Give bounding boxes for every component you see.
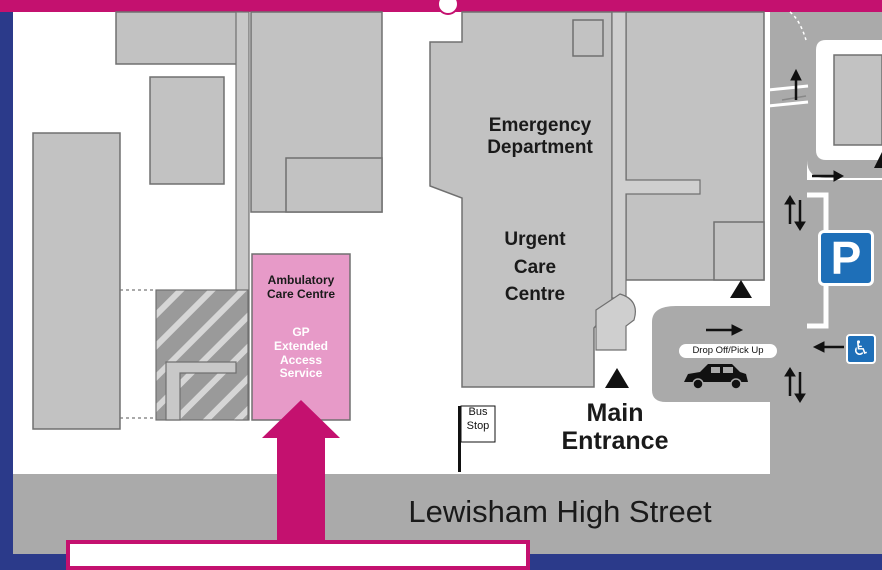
building: [285, 157, 383, 213]
label-line: Ambulatory: [267, 273, 335, 287]
top-marker: [437, 0, 459, 15]
bus-stop-line: Stop: [466, 419, 490, 432]
ambulatory-care-centre-label: Ambulatory Care Centre: [253, 273, 349, 302]
street-name-label: Lewisham High Street: [408, 494, 712, 529]
label-line: Urgent: [504, 229, 566, 250]
wheelchair-icon: ♿: [846, 334, 876, 364]
pointer-arrow: [262, 400, 340, 546]
triangle-marker-icon: [730, 280, 752, 298]
label-line: Main: [586, 399, 644, 427]
drop-off-label: Drop Off/Pick Up: [679, 344, 777, 358]
emergency-department-label: Emergency Department: [440, 115, 640, 159]
bus-stop-pole: [458, 406, 461, 472]
gp-extended-access-label: GP Extended Access Service: [253, 325, 349, 381]
label-line: Centre: [504, 284, 566, 306]
label-line: Care Centre: [266, 286, 336, 301]
label-line: GP: [292, 325, 310, 339]
building: [32, 132, 121, 430]
bus-stop-line: Bus: [468, 406, 488, 418]
emergency-building: [429, 11, 613, 388]
label-line: Emergency: [488, 115, 592, 136]
callout-box: [66, 540, 530, 570]
label-line: Department: [487, 136, 593, 158]
triangle-marker-icon: [605, 368, 629, 388]
building: [115, 11, 243, 65]
urgent-care-centre-label: Urgent Care Centre: [460, 226, 610, 309]
label-line: Access: [279, 352, 323, 367]
car-park-building: [833, 54, 882, 146]
parking-icon: P: [818, 230, 874, 286]
main-entrance-label: Main Entrance: [540, 399, 690, 455]
label-line: Extended: [273, 338, 328, 353]
triangle-marker-icon: [874, 152, 882, 168]
building: [149, 76, 225, 185]
ambulatory-care-centre-building: [251, 253, 351, 421]
site-map: [0, 0, 882, 554]
label-line: Service: [279, 366, 323, 381]
access-road: [770, 12, 807, 474]
bus-stop-sign: Bus Stop: [462, 406, 494, 442]
label-line: Care: [513, 256, 557, 278]
label-line: Entrance: [561, 426, 669, 455]
car-icon: [684, 364, 748, 390]
direction-arrow-icon: [706, 68, 845, 403]
